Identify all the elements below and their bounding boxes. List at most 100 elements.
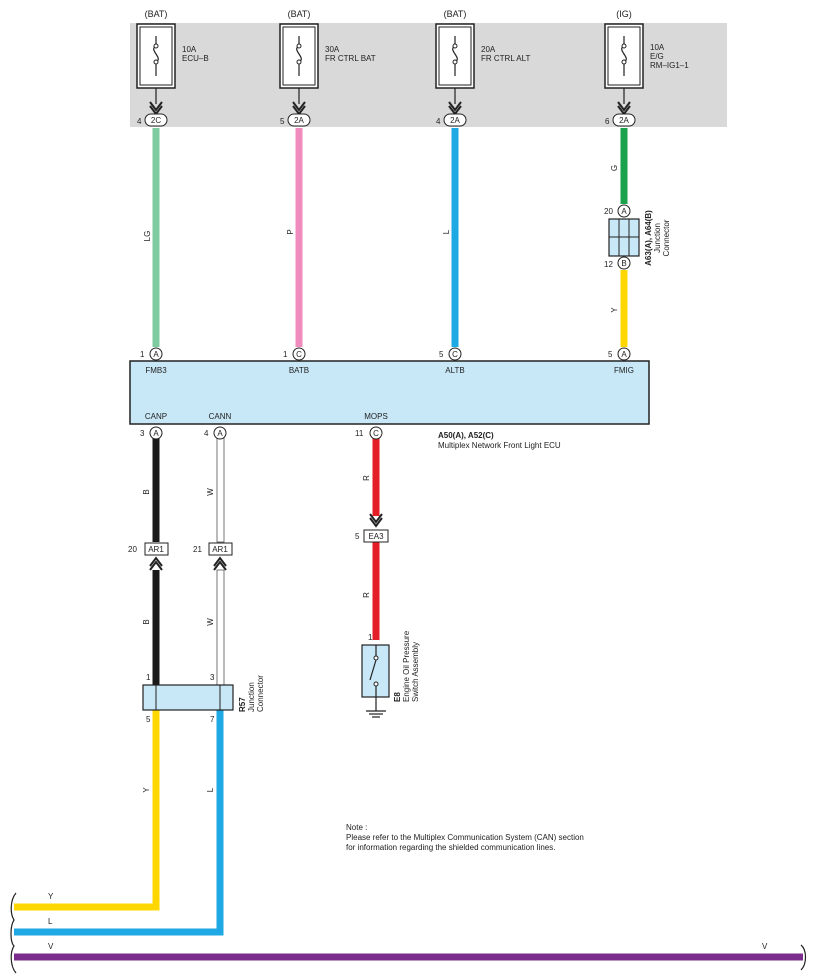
- pin-number: 4: [137, 117, 142, 126]
- wire-label-l: L: [442, 229, 451, 234]
- pin-number: 3: [140, 429, 145, 438]
- wire-w-lower: [216, 569, 225, 686]
- junction-label: Junction: [653, 223, 662, 253]
- fuse-amperage: 30A: [325, 45, 340, 54]
- pin-number: 11: [355, 429, 364, 438]
- junction-id: R57: [238, 697, 247, 712]
- wire-label-b: B: [142, 619, 151, 624]
- pin-number: 1: [283, 350, 288, 359]
- fuse-source-label: (IG): [616, 9, 632, 19]
- fuse-source-label: (BAT): [444, 9, 467, 19]
- ecu-pin-fmb3: 1 A FMB3: [140, 347, 167, 375]
- wire-break-right-icon: [800, 944, 807, 971]
- terminal-name: FMB3: [145, 366, 167, 375]
- ecu-name: Multiplex Network Front Light ECU: [438, 441, 561, 450]
- connector-id: AR1: [148, 545, 164, 554]
- pin-number: 4: [436, 117, 441, 126]
- connector-code: C: [452, 350, 458, 359]
- switch-contact-icon: [369, 659, 377, 681]
- connector-code: B: [621, 259, 626, 268]
- connector-code: C: [373, 429, 379, 438]
- connector-id: EA3: [368, 532, 384, 541]
- junction-id: A63(A), A64(B): [644, 210, 653, 266]
- connector-code: 2C: [151, 116, 161, 125]
- pin-number: 3: [210, 673, 215, 682]
- fuse-fr-ctrl-alt: (BAT) 20A FR CTRL ALT 4 2A: [435, 9, 530, 127]
- wire-label-lg: LG: [143, 231, 152, 242]
- pin-number: 5: [439, 350, 444, 359]
- wire-label-p: P: [286, 229, 295, 234]
- terminal-name: BATB: [289, 366, 309, 375]
- pin-number: 5: [355, 532, 360, 541]
- fuse-source-label: (BAT): [288, 9, 311, 19]
- bus-label-l: L: [48, 917, 53, 926]
- note-block: Note : Please refer to the Multiplex Com…: [346, 823, 584, 852]
- engine-oil-pressure-switch: 1 E8 Engine Oil Pressure Switch Assembly: [361, 630, 420, 718]
- pin-number: 20: [604, 207, 613, 216]
- pin-number: 7: [210, 715, 215, 724]
- fuse-amperage: 10A: [182, 45, 197, 54]
- wire-l-bus: [14, 710, 224, 936]
- wire-label-b: B: [142, 489, 151, 494]
- terminal-name: FMIG: [614, 366, 634, 375]
- wire-break-left-icon: [10, 892, 17, 974]
- junction-label: Connector: [662, 219, 671, 256]
- pin-number: 4: [204, 429, 209, 438]
- connector-ar1-cann: 21 AR1: [193, 542, 233, 571]
- fuse-name-line2: RM–IG1–1: [650, 61, 689, 70]
- pin-number: 5: [146, 715, 151, 724]
- wire-label-r: R: [362, 592, 371, 598]
- connector-arrow-icon: [213, 556, 227, 571]
- connector-ar1-canp: 20 AR1: [128, 542, 169, 571]
- bus-label-y: Y: [48, 892, 54, 901]
- bus-label-v: V: [48, 942, 54, 951]
- junction-connector-a63-a64: 20 A 12 B A63(A), A64(B) Junction Connec…: [604, 204, 671, 270]
- fuse-source-label: (BAT): [145, 9, 168, 19]
- ecu-pin-mops: 11 C: [355, 426, 383, 440]
- switch-id: E8: [393, 692, 402, 702]
- fuse-amperage: 10A: [650, 43, 665, 52]
- connector-code: 2A: [450, 116, 460, 125]
- fuse-name: FR CTRL BAT: [325, 54, 376, 63]
- connector-code: A: [217, 429, 223, 438]
- terminal-name-cann: CANN: [209, 412, 232, 421]
- switch-label: Engine Oil Pressure: [402, 630, 411, 702]
- fuse-amperage: 20A: [481, 45, 496, 54]
- wire-label-g: G: [610, 165, 619, 171]
- pin-number: 1: [140, 350, 145, 359]
- note-line: Please refer to the Multiplex Communicat…: [346, 833, 584, 842]
- connector-code: 2A: [294, 116, 304, 125]
- ecu-pin-canp: 3 A: [140, 426, 163, 440]
- pin-number: 6: [605, 117, 610, 126]
- connector-code: 2A: [619, 116, 629, 125]
- pin-number: 5: [280, 117, 285, 126]
- junction-label: Junction: [247, 682, 256, 712]
- connector-ea3: 5 EA3: [355, 513, 389, 543]
- connector-code: C: [296, 350, 302, 359]
- junction-label: Connector: [256, 675, 265, 712]
- ecu-pin-fmig: 5 A FMIG: [608, 347, 634, 375]
- bus-label-v: V: [762, 942, 768, 951]
- pin-number: 1: [368, 633, 373, 642]
- connector-arrow-icon: [149, 556, 163, 571]
- fuse-name: ECU–B: [182, 54, 209, 63]
- connector-id: AR1: [212, 545, 228, 554]
- wire-label-y: Y: [142, 787, 151, 793]
- wire-label-r: R: [362, 475, 371, 481]
- pin-number: 12: [604, 260, 613, 269]
- terminal-name-mops: MOPS: [364, 412, 388, 421]
- wire-label-w: W: [206, 618, 215, 626]
- note-title: Note :: [346, 823, 367, 832]
- wire-label-y: Y: [610, 307, 619, 313]
- connector-arrow-icon: [369, 513, 383, 528]
- fuse-ecu-b: (BAT) 10A ECU–B 4 2C: [136, 9, 209, 127]
- pin-number: 21: [193, 545, 202, 554]
- switch-label: Switch Assembly: [411, 642, 420, 702]
- fuse-name: FR CTRL ALT: [481, 54, 530, 63]
- wire-label-l: L: [206, 787, 215, 792]
- pin-number: 20: [128, 545, 137, 554]
- connector-code: A: [153, 429, 159, 438]
- ecu-pin-altb: 5 C ALTB: [439, 347, 465, 375]
- note-line: for information regarding the shielded c…: [346, 843, 555, 852]
